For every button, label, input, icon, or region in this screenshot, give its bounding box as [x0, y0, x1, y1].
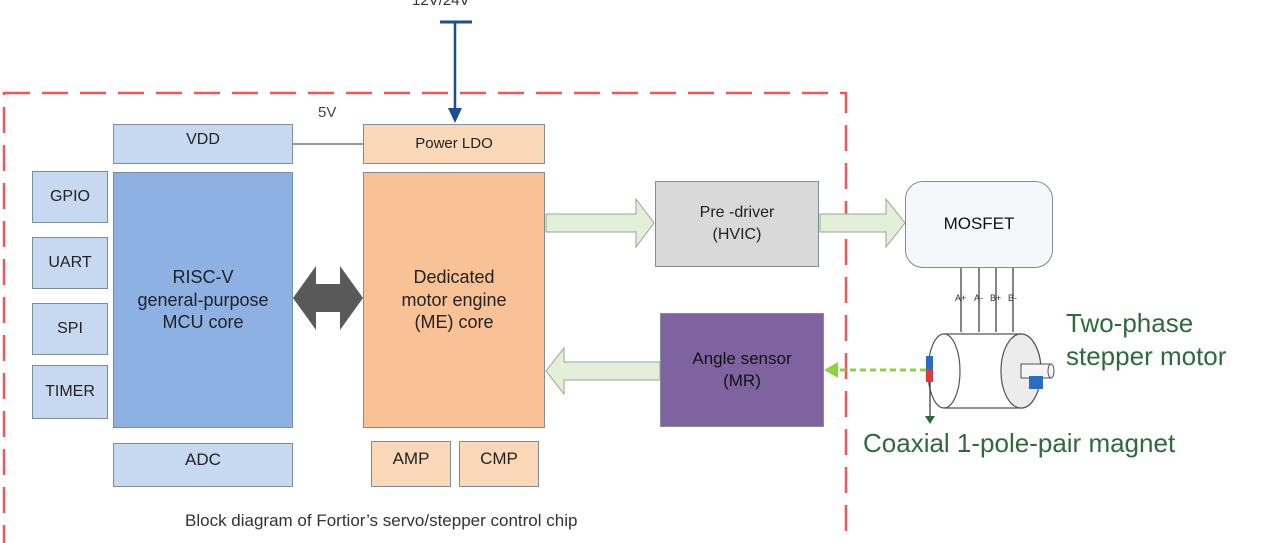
magnet-sensor-arrowhead	[824, 362, 838, 378]
rail-voltage-label: 5V	[318, 104, 337, 121]
phase-label-a-plus: A+	[955, 293, 967, 303]
mosfet-block: MOSFET	[905, 181, 1053, 268]
mcu-me-bus-arrow	[293, 266, 363, 330]
supply-arrowhead	[448, 108, 462, 123]
coaxial-magnet-drawing	[925, 356, 935, 424]
me-to-predriver-arrow	[545, 197, 655, 249]
motor-label: Two-phase stepper motor	[1066, 308, 1227, 371]
cmp-block: CMP	[459, 441, 539, 487]
motor-engine-block: Dedicated motor engine (ME) core	[363, 172, 545, 428]
stepper-motor-drawing	[927, 333, 1055, 409]
phase-label-b-plus: B+	[990, 293, 1002, 303]
power-ldo-block: Power LDO	[363, 124, 545, 164]
vdd-block: VDD	[113, 124, 293, 164]
supply-voltage-label: 12V/24V	[412, 0, 470, 9]
sensor-to-me-arrow	[545, 346, 661, 396]
diagram-caption: Block diagram of Fortior’s servo/stepper…	[185, 511, 578, 530]
adc-block: ADC	[113, 443, 293, 487]
predriver-to-mosfet-arrow	[819, 197, 906, 249]
angle-sensor-block: Angle sensor (MR)	[660, 313, 824, 427]
phase-label-a-minus: A-	[974, 293, 983, 303]
chip-boundary	[2, 91, 848, 543]
amp-block: AMP	[371, 441, 451, 487]
uart-block: UART	[32, 237, 108, 289]
phase-label-b-minus: B-	[1008, 293, 1017, 303]
timer-block: TIMER	[32, 365, 108, 419]
phase-wires	[960, 268, 1014, 332]
spi-block: SPI	[32, 303, 108, 355]
gpio-block: GPIO	[32, 171, 108, 223]
pre-driver-block: Pre -driver (HVIC)	[655, 181, 819, 267]
mcu-core-block: RISC-V general-purpose MCU core	[113, 172, 293, 428]
magnet-label: Coaxial 1-pole-pair magnet	[863, 428, 1176, 458]
